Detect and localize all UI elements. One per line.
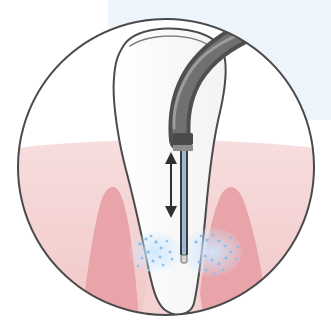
instrument-tip-end bbox=[181, 255, 187, 263]
instrument-collar-band bbox=[173, 145, 193, 151]
instrument-tip-inner bbox=[182, 151, 186, 255]
instrument-collar bbox=[173, 133, 193, 145]
